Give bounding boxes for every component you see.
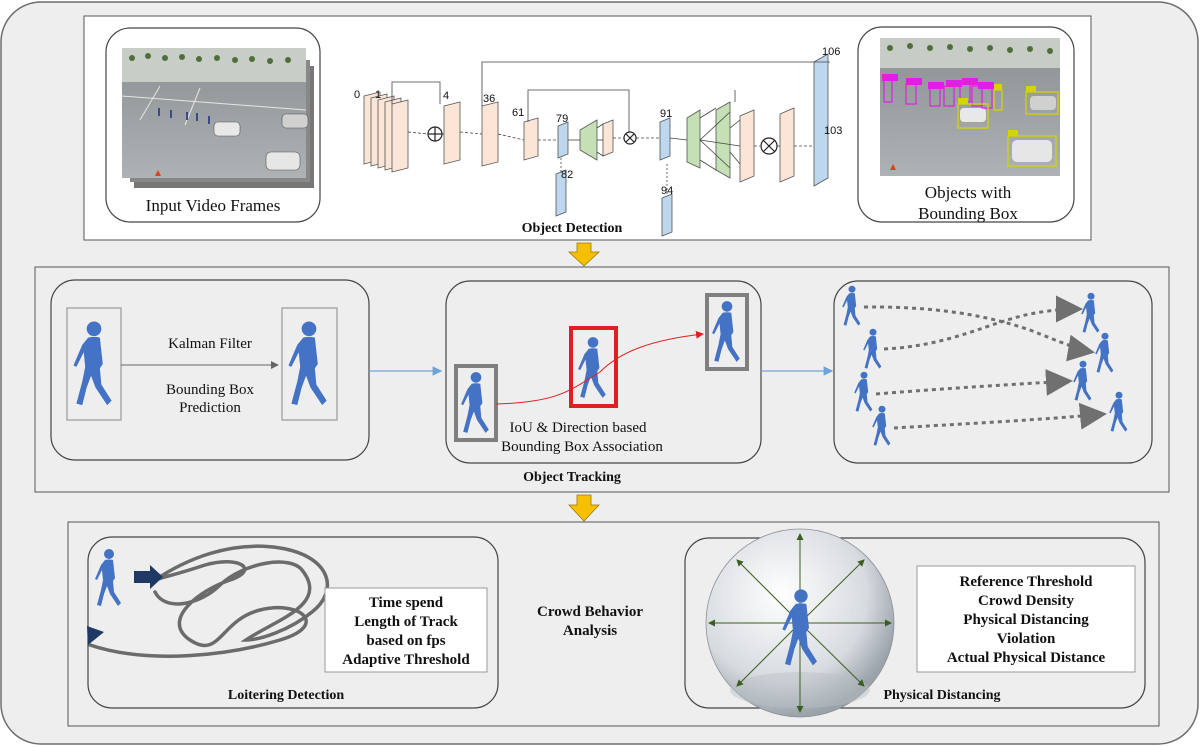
loitering-title: Loitering Detection bbox=[228, 688, 344, 703]
distancing-feature: Physical Distancing bbox=[963, 612, 1089, 628]
down-arrow-icon bbox=[568, 494, 600, 522]
object-tracking-title: Object Tracking bbox=[523, 470, 621, 485]
times-circle-icon bbox=[760, 137, 778, 155]
bbox-prediction-label-2: Prediction bbox=[179, 400, 241, 416]
association-label-2: Bounding Box Association bbox=[501, 439, 663, 455]
grey-bbox-end bbox=[705, 293, 749, 371]
down-arrow-icon bbox=[567, 242, 601, 267]
layer-number: 79 bbox=[556, 113, 568, 125]
plus-circle-icon bbox=[427, 126, 443, 142]
object-detection-title: Object Detection bbox=[522, 221, 623, 236]
navy-arrow-icon bbox=[87, 626, 104, 645]
layer-number: 61 bbox=[512, 107, 524, 119]
layer-number: 94 bbox=[661, 185, 673, 197]
distancing-feature: Crowd Density bbox=[978, 593, 1074, 609]
sphere-arrows bbox=[708, 533, 892, 713]
distancing-title: Physical Distancing bbox=[883, 688, 1000, 703]
output-frames-label-2: Bounding Box bbox=[918, 204, 1018, 223]
crowd-title-2: Analysis bbox=[563, 623, 617, 639]
association-box bbox=[445, 280, 762, 464]
association-trajectory bbox=[495, 330, 704, 405]
layer-number: 4 bbox=[443, 90, 449, 102]
trajectories bbox=[863, 295, 1107, 430]
layer-number: 103 bbox=[824, 125, 842, 137]
output-frames-label-1: Objects with bbox=[925, 183, 1012, 202]
loitering-feature: Length of Track bbox=[354, 614, 458, 630]
layer-number: 91 bbox=[660, 108, 672, 120]
input-video-frames-image bbox=[121, 48, 314, 188]
network-connections bbox=[391, 61, 830, 196]
navy-arrow-icon bbox=[134, 565, 163, 589]
times-circle-icon bbox=[623, 131, 637, 145]
predicted-bbox bbox=[281, 307, 338, 421]
prev-bbox bbox=[66, 307, 122, 421]
grey-bbox-start bbox=[454, 364, 498, 442]
distancing-feature: Reference Threshold bbox=[960, 574, 1094, 590]
layer-number: 36 bbox=[483, 93, 495, 105]
loitering-track bbox=[88, 544, 330, 658]
layer-number: 82 bbox=[561, 169, 573, 181]
layer-number: 1 bbox=[375, 89, 381, 101]
kalman-filter-label: Kalman Filter bbox=[168, 336, 252, 352]
kalman-box bbox=[50, 279, 370, 461]
association-label-1: IoU & Direction based bbox=[509, 420, 647, 436]
crowd-title-1: Crowd Behavior bbox=[537, 604, 643, 620]
loitering-feature: Time spend bbox=[369, 595, 444, 611]
bbox-prediction-label-1: Bounding Box bbox=[166, 382, 254, 398]
loitering-feature: Adaptive Threshold bbox=[342, 652, 470, 668]
detection-network bbox=[363, 53, 829, 237]
distancing-feature-box bbox=[916, 565, 1136, 673]
input-frames-label: Input Video Frames bbox=[146, 196, 281, 215]
layer-number: 106 bbox=[822, 46, 840, 58]
detected-objects-image bbox=[880, 38, 1060, 176]
loitering-feature: based on fps bbox=[366, 633, 445, 649]
distancing-feature: Actual Physical Distance bbox=[947, 650, 1106, 666]
distancing-feature: Violation bbox=[997, 631, 1056, 647]
red-bbox bbox=[569, 326, 618, 408]
layer-number: 0 bbox=[354, 89, 360, 101]
loitering-feature-box bbox=[324, 587, 488, 673]
